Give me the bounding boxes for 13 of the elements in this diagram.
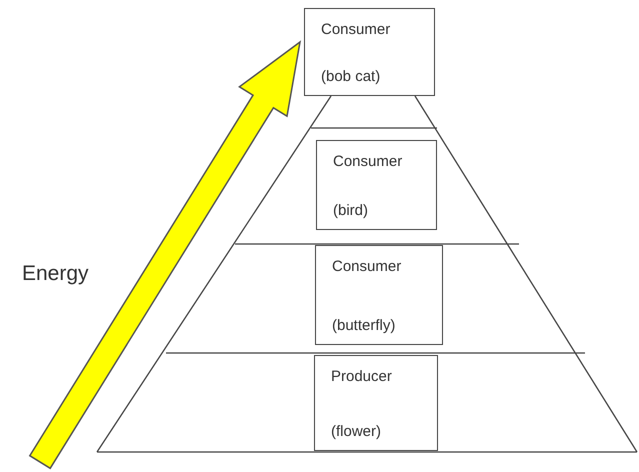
level-box	[316, 140, 437, 230]
trophic-role-text: Consumer	[321, 21, 390, 40]
organism-text: (butterfly)	[332, 317, 396, 336]
energy-label: Energy	[22, 261, 89, 287]
trophic-role-text: Producer	[331, 368, 392, 387]
level-box	[315, 245, 443, 345]
level-box	[314, 355, 438, 451]
organism-text: (bird)	[333, 202, 368, 221]
organism-text: (flower)	[331, 423, 382, 442]
trophic-role-text: Consumer	[333, 153, 402, 172]
organism-text: (bob cat)	[321, 68, 380, 87]
level-box	[304, 8, 435, 96]
trophic-role-text: Consumer	[332, 258, 402, 277]
